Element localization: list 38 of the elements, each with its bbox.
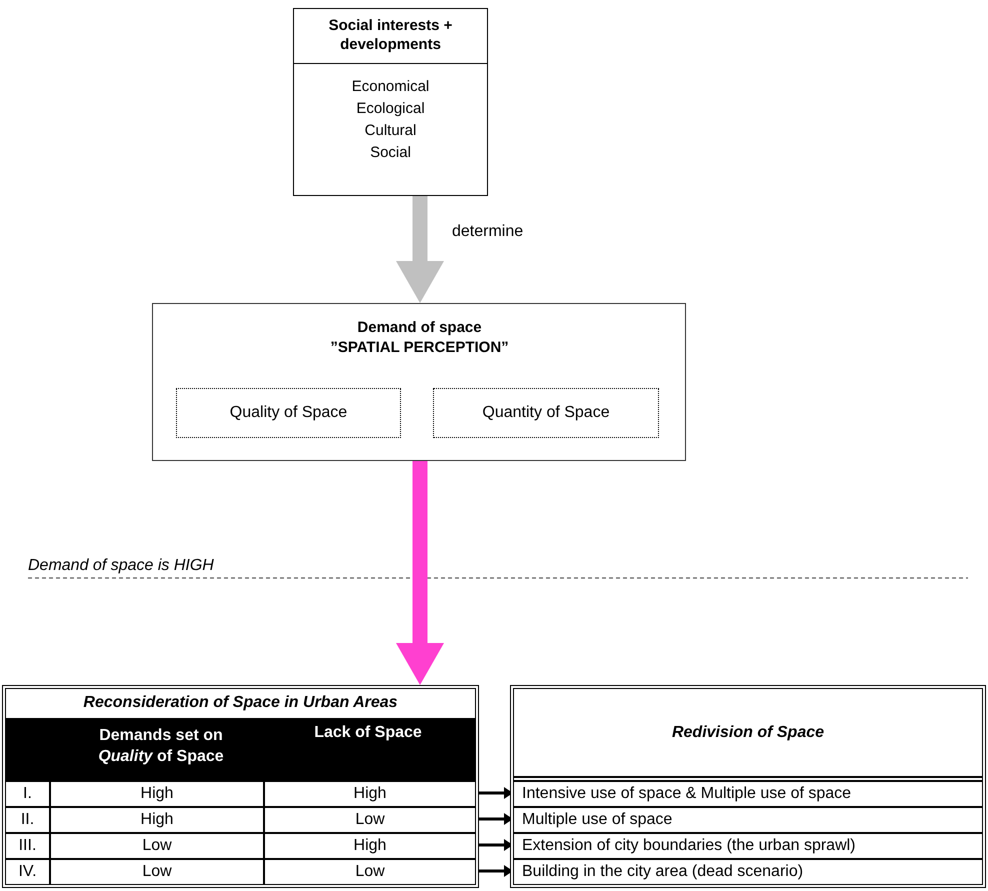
table-cell: High [49, 808, 263, 832]
table-cell: Low [263, 808, 475, 832]
table-cell-text: Building in the city area (dead scenario) [521, 862, 804, 882]
table-cell-text: IV. [17, 862, 38, 882]
table-row [6, 858, 475, 884]
column-header: Lack of Space [313, 723, 423, 743]
table-row [6, 832, 475, 858]
box-body-text: Economical Ecological Cultural Social [350, 76, 430, 162]
dotted-box [433, 388, 659, 438]
arrow [396, 461, 444, 685]
table-title: Reconsideration of Space in Urban Areas [82, 692, 399, 712]
table-cell: High [263, 834, 475, 858]
table-cell: Low [49, 834, 263, 858]
table-cell: Low [263, 860, 475, 884]
dotted-box [176, 388, 401, 438]
table-cell-text: II. [20, 810, 36, 830]
table [2, 685, 479, 888]
note-text: Demand of space is HIGH [28, 556, 214, 576]
table-cell-text: Extension of city boundaries (the urban sprawl) [521, 836, 857, 856]
box-label: Quantity of Space [482, 403, 610, 423]
table-cell-text: Multiple use of space [521, 810, 674, 830]
box-heading: Demand of space ”SPATIAL PERCEPTION” [329, 318, 510, 358]
table-cell: High [263, 782, 475, 806]
table-cell-text: Intensive use of space & Multiple use of space [521, 784, 852, 804]
table-row [6, 806, 475, 832]
table-row [6, 780, 475, 806]
column-header: Demands set on Quality of Space [97, 726, 225, 767]
arrow [396, 196, 444, 303]
table-cell: High [49, 782, 263, 806]
table-cell-text: III. [18, 836, 38, 856]
group-box [152, 303, 686, 461]
box-heading: Social interests + developments [294, 9, 487, 64]
table-title: Redivision of Space [514, 689, 982, 778]
text-box [293, 8, 488, 196]
table-cell-text: I. [22, 784, 33, 804]
table-cell: Low [49, 860, 263, 884]
box-label: Quality of Space [230, 403, 348, 423]
table [510, 685, 986, 888]
